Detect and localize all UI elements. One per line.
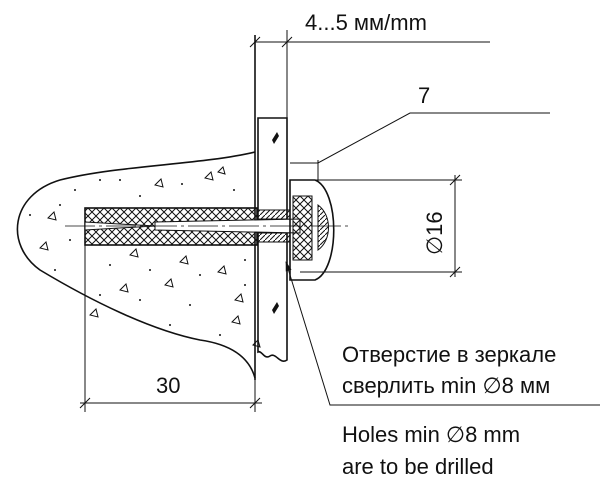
mirror-glass xyxy=(257,117,288,362)
depth-ticks xyxy=(79,397,261,409)
sleeve xyxy=(256,209,291,220)
cap-gasket xyxy=(292,195,313,261)
concrete-aggregate xyxy=(39,166,261,348)
depth-label: 30 xyxy=(156,373,180,398)
concrete-dots xyxy=(29,179,246,336)
note-en-line1: Holes min ∅8 mm xyxy=(342,422,520,447)
thickness-dimension-label: 4...5 мм/mm xyxy=(305,10,427,35)
diameter-label: ∅16 xyxy=(422,211,447,255)
note-leader-arrow xyxy=(285,261,600,406)
sleeve-lower xyxy=(256,232,291,243)
note-ru-line1: Отверстие в зеркале xyxy=(342,342,556,367)
part-number-label: 7 xyxy=(418,83,430,108)
diameter-extension-lines xyxy=(300,179,462,273)
note-en-line2: are to be drilled xyxy=(342,454,494,479)
concrete-wall xyxy=(16,151,256,379)
screw-head xyxy=(317,204,329,251)
depth-extension-lines xyxy=(84,245,256,412)
part-leader xyxy=(290,112,550,164)
note-ru-line2: сверлить min ∅8 мм xyxy=(342,373,550,398)
diameter-ticks xyxy=(449,174,461,278)
cap xyxy=(289,179,335,281)
dimension-ticks xyxy=(249,36,293,48)
